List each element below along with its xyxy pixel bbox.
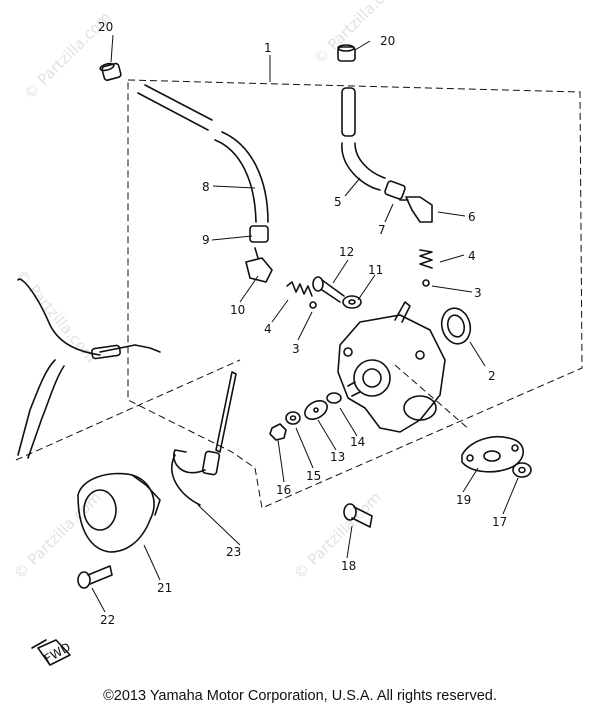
fitting-part-7: [384, 180, 406, 200]
seal-part-2: [440, 307, 472, 345]
watermark: © Partzilla.com: [12, 266, 100, 366]
watermark: © Partzilla.com: [10, 488, 105, 583]
callout-label: 5: [334, 195, 342, 209]
pump-body: [337, 301, 446, 433]
callout-label: 6: [468, 210, 476, 224]
callout-label: 22: [100, 613, 115, 627]
callout-label: 16: [276, 483, 291, 497]
cap-part-20: [99, 62, 122, 81]
hose-part-5: [341, 87, 386, 191]
washer-part-13: [304, 400, 328, 420]
callout-label: 13: [330, 450, 345, 464]
screw-part-22: [77, 565, 113, 589]
fitting-part-10: [245, 247, 273, 283]
elbow-fitting-part-6: [399, 196, 433, 223]
cap-part-20b: [337, 44, 356, 62]
screw-part-12: [312, 276, 345, 303]
callout-label: 18: [341, 559, 356, 573]
leader-lines: [91, 34, 519, 613]
spring-part-4b: [419, 249, 433, 269]
callout-label: 8: [202, 180, 210, 194]
ball-part-3: [309, 301, 317, 309]
fwd-arrow-icon: FWD: [31, 639, 73, 666]
copyright-notice: ©2013 Yamaha Motor Corporation, U.S.A. A…: [103, 688, 497, 704]
clip-part-9: [249, 225, 269, 243]
callout-label: 21: [157, 581, 172, 595]
assembly-outline: [15, 55, 583, 509]
washer-part-14: [326, 392, 342, 404]
hose-part-8: [137, 84, 269, 223]
bolt-part-18: [343, 503, 373, 528]
callout-label: 7: [378, 223, 386, 237]
callout-labels: 1 2 3 3 4 4 5 6 7 8 9 10 11 12 13 14 15 …: [98, 20, 507, 627]
cover-part-21: [77, 472, 161, 553]
sensor-cable: [17, 278, 161, 459]
washer-part-17: [512, 462, 532, 478]
washer-part-11: [342, 295, 362, 309]
callout-label: 10: [230, 303, 245, 317]
callout-label: 3: [292, 342, 300, 356]
callout-label: 4: [468, 249, 476, 263]
callout-label: 1: [264, 41, 272, 55]
callout-label: 2: [488, 369, 496, 383]
callout-label: 17: [492, 515, 507, 529]
callout-label: 4: [264, 322, 272, 336]
callout-label: 20: [380, 34, 395, 48]
callout-label: 9: [202, 233, 210, 247]
spring-part-4: [286, 281, 313, 297]
watermark: © Partzilla.com: [290, 488, 385, 583]
callout-label: 12: [339, 245, 354, 259]
ball-part-3b: [422, 279, 430, 287]
gasket-part-19: [461, 436, 524, 473]
nut-part-16: [269, 423, 287, 441]
callout-label: 11: [368, 263, 383, 277]
callout-label: 15: [306, 469, 321, 483]
parts: FWD: [17, 44, 532, 666]
callout-label: 3: [474, 286, 482, 300]
callout-label: 23: [226, 545, 241, 559]
callout-label: 20: [98, 20, 113, 34]
callout-label: 19: [456, 493, 471, 507]
washer-part-15: [285, 411, 301, 425]
callout-label: 14: [350, 435, 365, 449]
sensor-part-23: [171, 371, 237, 506]
